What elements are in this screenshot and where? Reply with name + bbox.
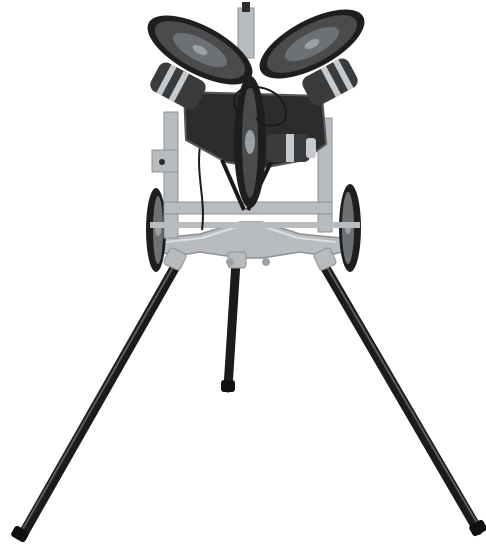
power-cable — [198, 145, 204, 231]
rear-foot — [221, 380, 235, 392]
left-leg — [17, 257, 183, 541]
left-leg-highlight — [19, 261, 177, 535]
left-throw-wheel — [147, 15, 253, 85]
v-strut-left — [220, 159, 246, 211]
right-foot — [469, 519, 486, 537]
bracket-bolt — [159, 159, 165, 165]
base-frame — [159, 221, 343, 271]
right-motor — [302, 58, 358, 106]
right-throw-wheel — [259, 9, 365, 79]
right-socket — [313, 247, 337, 271]
right-leg — [317, 257, 483, 535]
axle-bar — [150, 222, 360, 228]
right-leg-highlight — [323, 261, 481, 529]
left-socket — [163, 247, 187, 271]
left-upright — [163, 111, 179, 239]
center-housing — [182, 2, 328, 211]
tripod-legs — [11, 257, 486, 543]
left-foot — [11, 525, 29, 543]
cable-loop — [232, 86, 288, 127]
left-wheel — [146, 188, 166, 272]
knob-right — [262, 258, 270, 266]
rear-leg — [223, 257, 241, 393]
knob-left — [226, 258, 234, 266]
side-bracket — [151, 149, 179, 173]
left-motor — [150, 62, 206, 110]
